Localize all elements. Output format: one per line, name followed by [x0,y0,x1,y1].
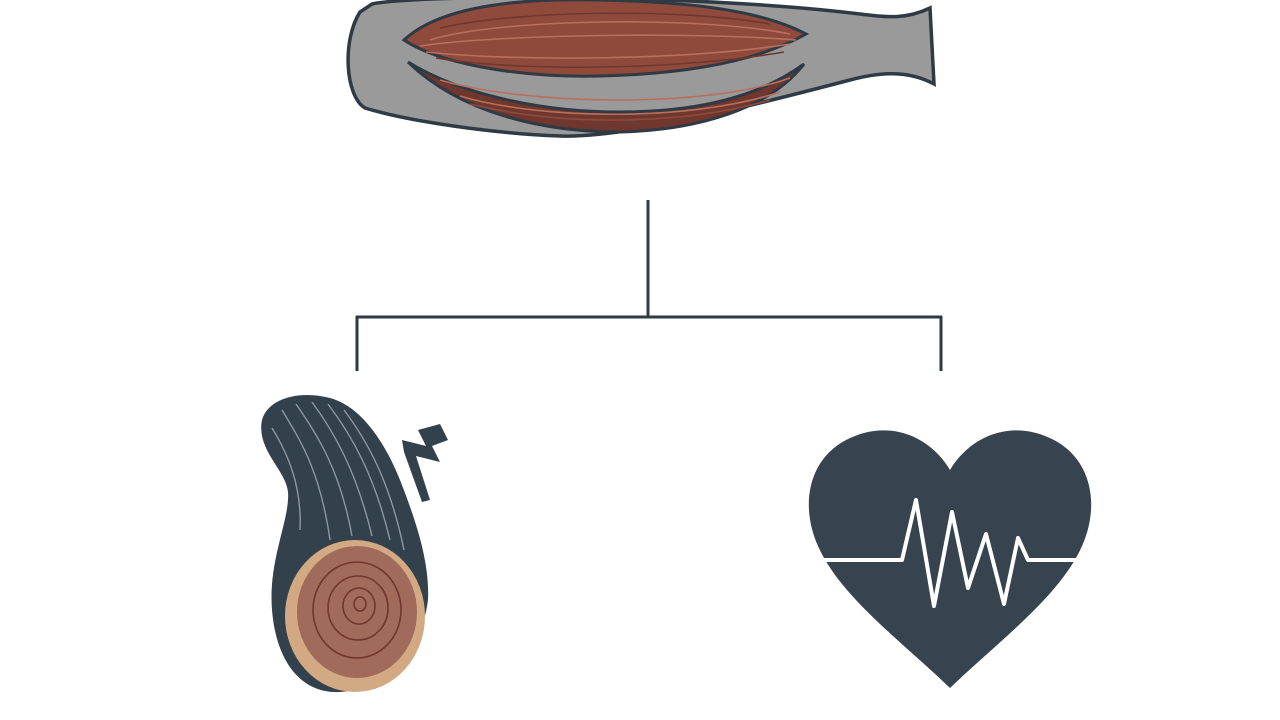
muscle-illustration-icon [346,0,936,138]
striation [459,91,781,116]
fiber-stripe [281,409,331,541]
striation [429,21,791,41]
heart-rhythm-icon [808,430,1092,688]
fiber-stripe [295,403,353,537]
fiber-stripe [311,401,373,537]
fiber-stripes [271,401,405,551]
heart-shape [808,430,1092,688]
pulse-line [810,498,1088,608]
branch-connector [355,200,943,371]
striation [425,43,791,59]
fiber-stripe [327,403,391,541]
twitch-spark-icon [402,424,448,502]
striation [435,51,785,68]
growth-ring [353,596,367,612]
fiber-stripe [343,409,405,551]
fiber-growth-rings [312,561,402,659]
muscle-striations [419,12,797,121]
growth-ring [327,575,389,641]
growth-ring [312,561,402,659]
growth-ring [342,587,376,625]
striation [419,34,797,47]
striation [469,99,771,121]
striation [439,77,791,101]
muscle-fiber-cross-section-icon [261,394,448,693]
striation [439,12,771,29]
fiber-stripe [271,427,301,531]
